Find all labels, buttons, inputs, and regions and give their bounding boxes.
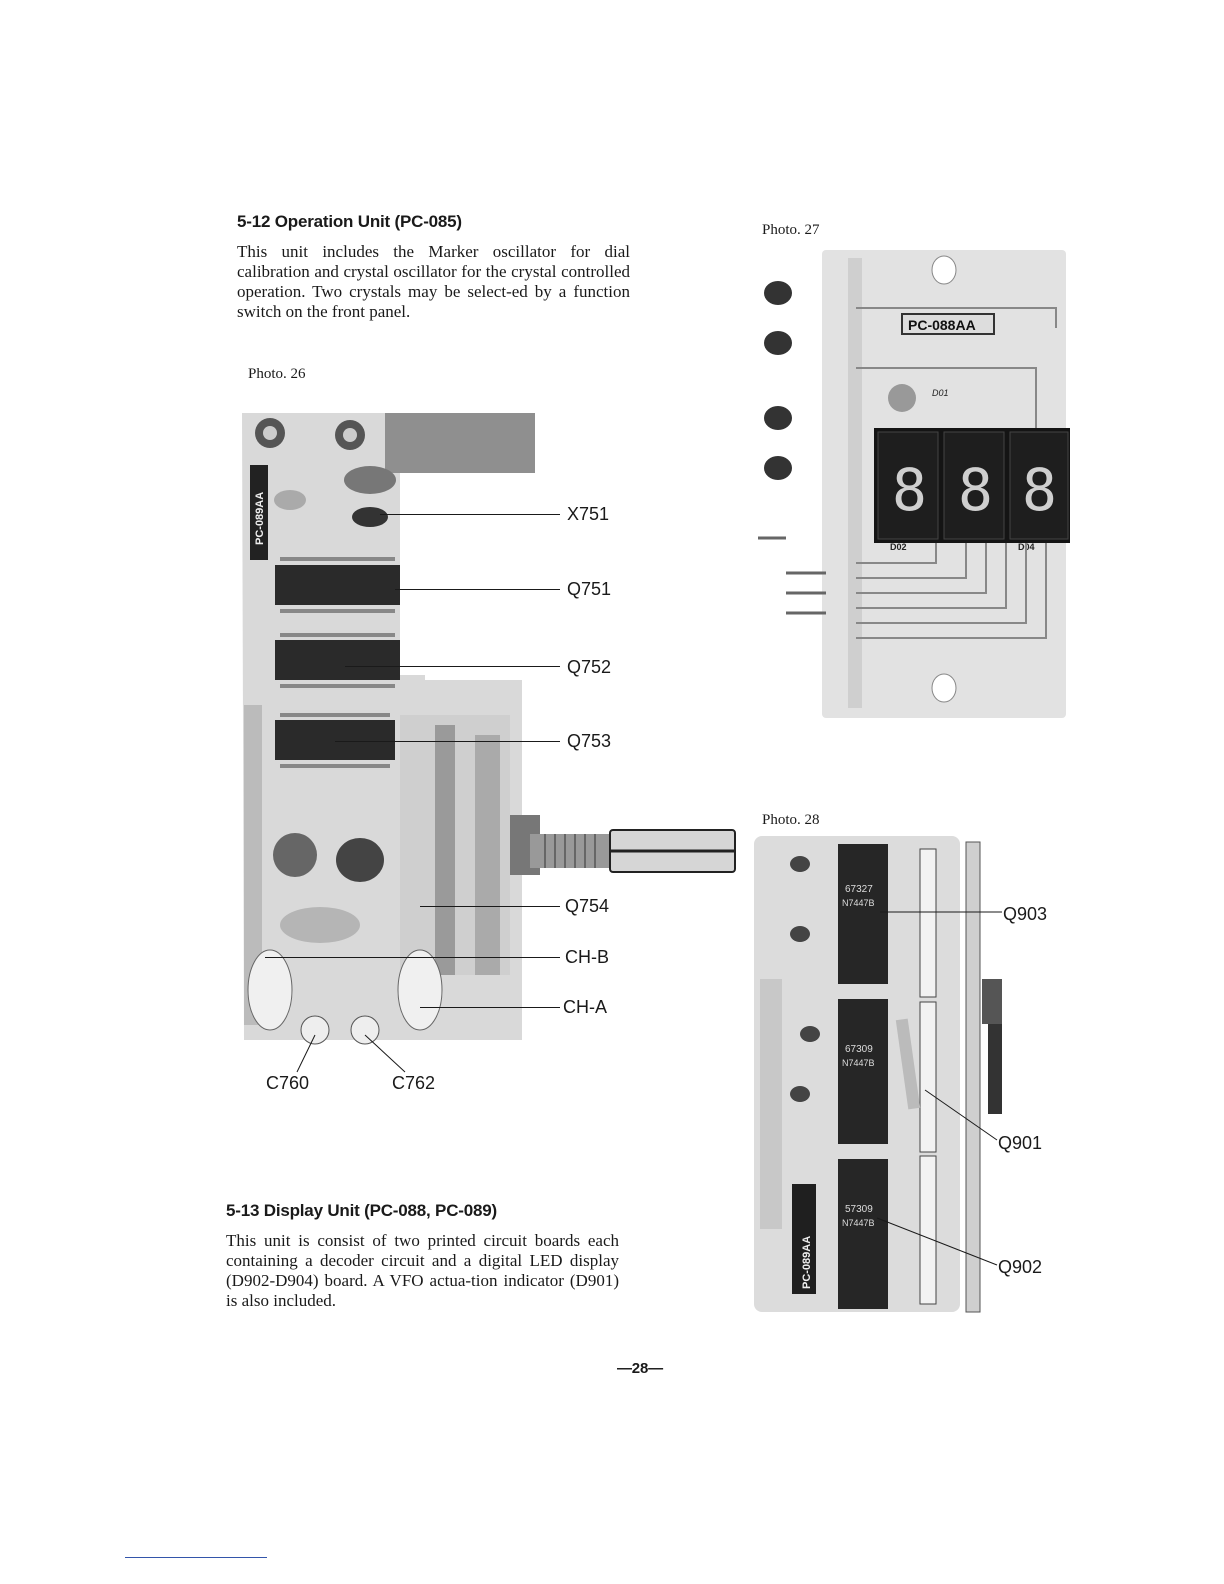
callout-c762: C762 [392, 1073, 436, 1093]
leader-q753 [335, 741, 560, 742]
callout-c760: C760 [266, 1073, 310, 1093]
callout-q902: Q902 [998, 1257, 1043, 1277]
callout-q752: Q752 [567, 657, 612, 677]
chip2-line1: 67309 [845, 1044, 873, 1055]
display-board-photo: PC-088AA D01 8 8 8 D02 D04 [756, 248, 1072, 720]
photo-26-board-label: PC-089AA [254, 492, 266, 545]
callout-chb: CH-B [565, 947, 609, 967]
section-5-12-heading: 5-12 Operation Unit (PC-085) [237, 212, 462, 231]
leader-q751 [395, 589, 560, 590]
footnote-rule [125, 1557, 267, 1558]
page-number: —28— [617, 1360, 663, 1377]
photo-28-image: 67327 N7447B 67309 N7447B 57309 N7447B P… [752, 834, 1002, 1316]
leader-chb [265, 957, 560, 958]
photo-26-image: PC-089AA [230, 405, 540, 1045]
photo-28-caption: Photo. 28 [762, 812, 820, 828]
callout-q901: Q901 [998, 1133, 1043, 1153]
potentiometer-shaft [530, 829, 736, 873]
leader-cha [420, 1007, 560, 1008]
callout-q754: Q754 [565, 896, 610, 916]
photo-27-board-label: PC-088AA [908, 317, 976, 333]
chip1-line2: N7447B [842, 898, 875, 908]
silk-d02: D02 [890, 542, 907, 552]
photo-28-board-label: PC-089AA [801, 1236, 813, 1289]
section-5-13-heading: 5-13 Display Unit (PC-088, PC-089) [226, 1201, 497, 1220]
decoder-board-photo: 67327 N7447B 67309 N7447B 57309 N7447B P… [752, 834, 1002, 1316]
chip2-line2: N7447B [842, 1058, 875, 1068]
section-5-12-body: This unit includes the Marker oscillator… [237, 242, 630, 321]
callout-q903: Q903 [1003, 904, 1048, 924]
silk-d01: D01 [932, 388, 949, 398]
callout-x751: X751 [567, 504, 610, 524]
led-digit-3: 8 [1022, 456, 1057, 524]
chip3-line1: 57309 [845, 1204, 873, 1215]
photo-28-leaders [876, 911, 1002, 1266]
led-digit-1: 8 [892, 456, 927, 524]
chip3-line2: N7447B [842, 1218, 875, 1228]
callout-q751: Q751 [567, 579, 612, 599]
photo-26-caption: Photo. 26 [248, 366, 306, 382]
chip1-line1: 67327 [845, 884, 873, 895]
led-digit-2: 8 [958, 456, 993, 524]
callout-cha: CH-A [563, 997, 607, 1017]
photo-27-caption: Photo. 27 [762, 222, 820, 238]
leader-x751 [380, 514, 560, 515]
callout-q753: Q753 [567, 731, 612, 751]
leader-q754 [420, 906, 560, 907]
photo-27-image: PC-088AA D01 8 8 8 D02 D04 [756, 248, 1072, 720]
leader-c760-c762 [296, 1034, 406, 1073]
section-5-13-body: This unit is consist of two printed circ… [226, 1231, 619, 1310]
operation-unit-board-photo: PC-089AA [230, 405, 540, 1045]
leader-q752 [345, 666, 560, 667]
